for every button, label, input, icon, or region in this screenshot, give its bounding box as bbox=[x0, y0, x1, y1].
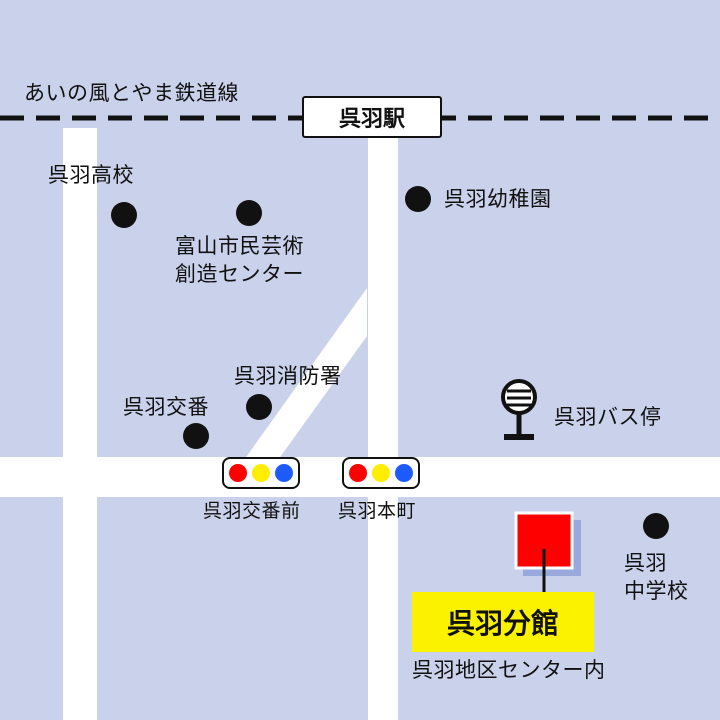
folk-art-center-dot-icon bbox=[236, 200, 262, 226]
signal-blue-lamp bbox=[395, 464, 413, 482]
traffic-light-icon bbox=[342, 457, 420, 489]
kindergarten-dot-icon bbox=[405, 186, 431, 212]
signal-yellow-lamp bbox=[372, 464, 390, 482]
station-label: 呉羽駅 bbox=[338, 107, 405, 132]
red-square-marker-icon bbox=[514, 511, 581, 592]
bus-stop-label: 呉羽バス停 bbox=[554, 405, 662, 429]
police-box-label: 呉羽交番 bbox=[123, 395, 209, 419]
station-box: 呉羽駅 bbox=[302, 96, 442, 138]
signal-red-lamp bbox=[349, 464, 367, 482]
traffic-light-icon bbox=[222, 457, 300, 489]
kindergarten-label: 呉羽幼稚園 bbox=[444, 187, 552, 211]
left-vertical-road bbox=[63, 128, 97, 720]
diagonal-road bbox=[244, 288, 367, 460]
destination-note: 呉羽地区センター内 bbox=[412, 658, 606, 682]
destination-label: 呉羽分館 bbox=[446, 607, 559, 640]
station-vertical-road bbox=[368, 132, 398, 720]
junior-high-dot-icon bbox=[643, 513, 669, 539]
railway-label: あいの風とやま鉄道線 bbox=[24, 81, 239, 105]
fire-station-dot-icon bbox=[246, 394, 272, 420]
signal-blue-lamp bbox=[275, 464, 293, 482]
folk-art-center-label: 富山市民芸術 創造センター bbox=[175, 234, 304, 287]
fire-station-label: 呉羽消防署 bbox=[234, 364, 342, 388]
destination-label-box: 呉羽分館 bbox=[412, 592, 594, 652]
police-box-dot-icon bbox=[183, 423, 209, 449]
signal-label: 呉羽交番前 bbox=[203, 500, 301, 522]
bus-stop-icon bbox=[501, 379, 537, 440]
high-school-dot-icon bbox=[111, 202, 137, 228]
junior-high-label: 呉羽 中学校 bbox=[624, 551, 689, 604]
signal-yellow-lamp bbox=[252, 464, 270, 482]
high-school-label: 呉羽高校 bbox=[48, 163, 134, 187]
signal-red-lamp bbox=[229, 464, 247, 482]
signal-label: 呉羽本町 bbox=[338, 500, 417, 522]
